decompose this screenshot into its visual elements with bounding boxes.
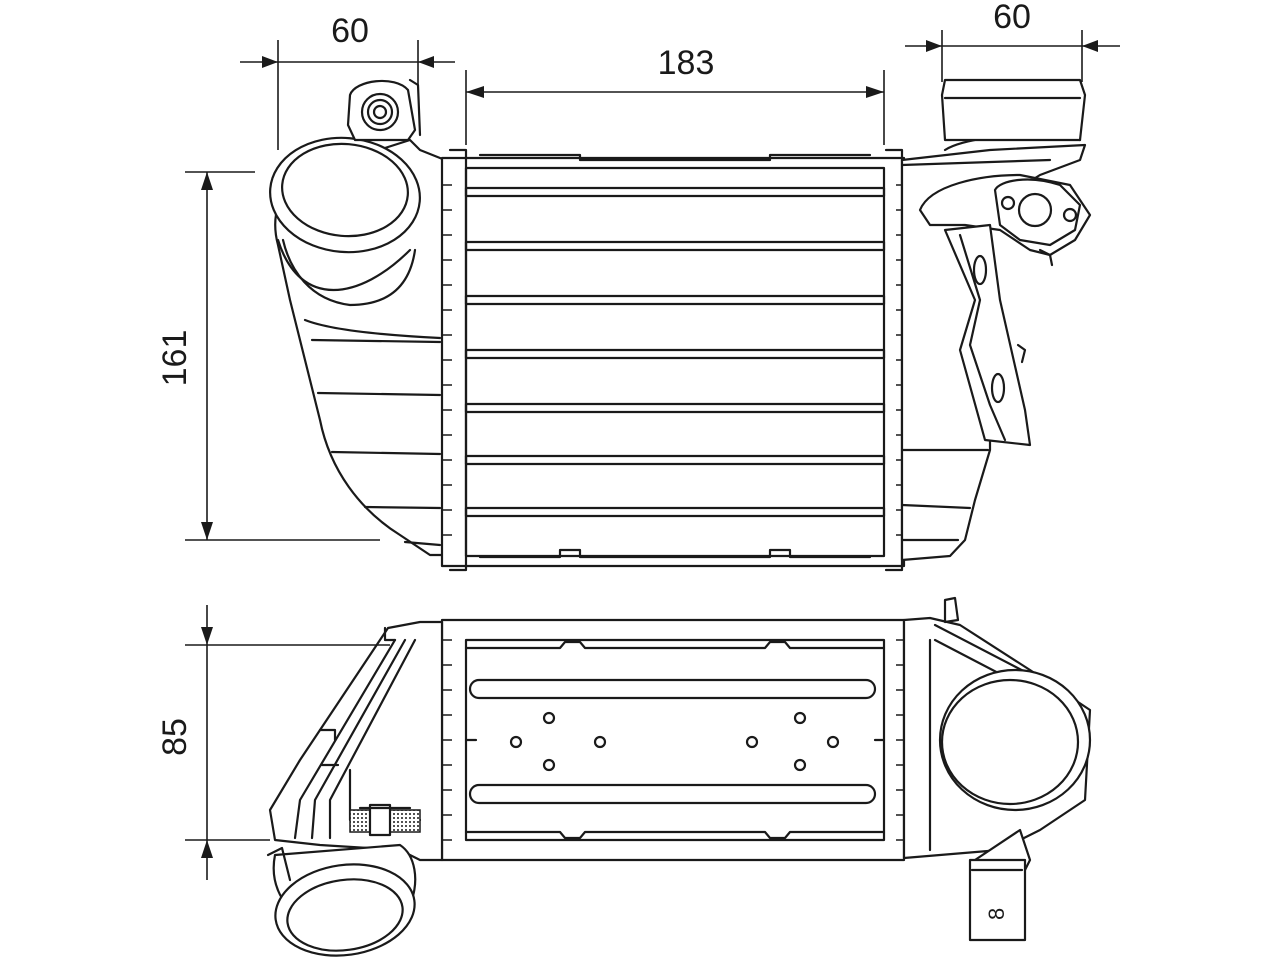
right-outlet-tank	[900, 78, 1092, 562]
bottom-core	[440, 618, 906, 862]
dimension-core-width: 183	[465, 44, 885, 145]
dimension-top-right: 60	[905, 0, 1120, 82]
bottom-left-tank	[266, 620, 444, 957]
left-inlet-tank	[269, 136, 447, 557]
dim-label-core-width: 183	[658, 44, 715, 82]
dim-label-height: 161	[156, 330, 194, 387]
dim-label-top-left: 60	[331, 12, 369, 50]
mounting-holes	[509, 711, 840, 772]
bottom-right-teeth	[896, 639, 906, 841]
dimension-height: 161	[156, 171, 380, 541]
dimension-depth: 85	[156, 605, 390, 880]
core	[440, 148, 906, 572]
front-view	[269, 78, 1092, 572]
bottom-view: 8	[266, 596, 1092, 957]
dimension-top-left: 60	[240, 12, 455, 150]
left-header-teeth	[442, 184, 452, 536]
dim-label-top-right: 60	[993, 0, 1031, 36]
bottom-left-teeth	[442, 639, 452, 841]
dim-label-depth: 85	[156, 718, 194, 756]
svg-text:8: 8	[984, 908, 1009, 920]
bottom-right-tank: 8	[902, 596, 1092, 942]
pressure-sensor	[346, 78, 422, 142]
